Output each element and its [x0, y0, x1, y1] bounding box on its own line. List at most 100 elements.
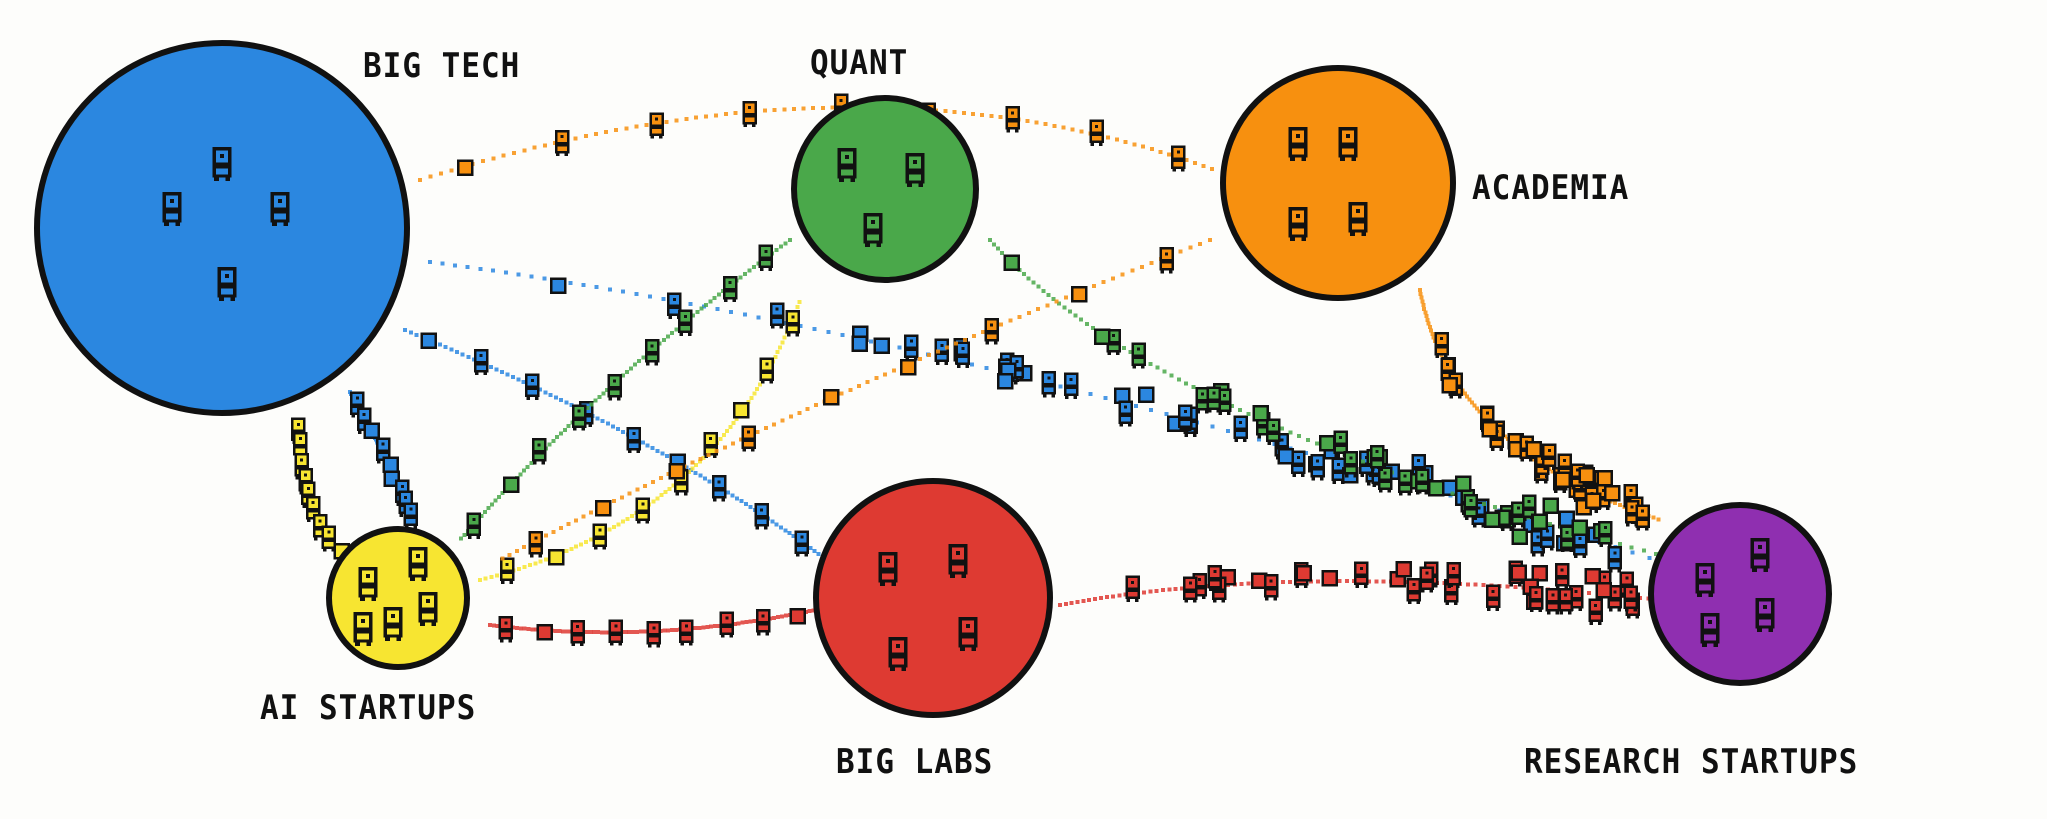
person-icon — [375, 437, 391, 464]
trail-dot — [812, 326, 817, 331]
person-icon — [528, 531, 544, 558]
member-icon — [270, 192, 290, 227]
trail-dot — [662, 628, 667, 633]
member-icon — [1288, 207, 1308, 242]
trail-dot — [488, 623, 492, 627]
person-icon — [1377, 466, 1393, 493]
trail-dot — [522, 468, 527, 473]
token-dot — [456, 159, 474, 177]
trail-dot — [1450, 491, 1455, 496]
token-dot — [873, 337, 890, 354]
trail-dot — [1021, 272, 1026, 277]
trail-dot — [514, 549, 519, 554]
person-icon — [1183, 576, 1198, 603]
trail-dot — [755, 387, 760, 392]
trail-dot — [816, 552, 821, 557]
trail-dot — [693, 470, 698, 475]
trail-dot — [703, 476, 708, 481]
trail-dot — [621, 519, 626, 524]
trail-dot — [449, 168, 454, 173]
token-dot — [363, 422, 380, 439]
trail-dot — [731, 421, 736, 426]
trail-dot — [1477, 409, 1482, 414]
trail-dot — [1246, 411, 1251, 416]
trail-dot — [592, 630, 597, 635]
member-icon — [878, 552, 898, 587]
trail-dot — [943, 109, 948, 114]
trail-dot — [589, 510, 594, 515]
trail-dot — [694, 463, 699, 468]
trail-dot — [493, 498, 498, 503]
trail-dot — [788, 238, 792, 242]
trail-dot — [568, 280, 573, 285]
token-dot — [595, 500, 612, 517]
trail-dot — [788, 414, 793, 419]
trail-dot — [1467, 397, 1472, 402]
person-icon — [1063, 372, 1079, 399]
person-icon — [321, 525, 337, 552]
trail-dot — [713, 624, 718, 629]
trail-dot — [780, 418, 785, 423]
trail-dot — [690, 466, 695, 471]
trail-dot — [534, 627, 539, 632]
token-dot — [732, 402, 750, 419]
person-icon — [1343, 451, 1359, 478]
token-dot — [1554, 471, 1571, 488]
trail-dot — [551, 438, 556, 443]
trail-dot — [783, 241, 788, 246]
trail-dot — [574, 544, 579, 549]
person-icon — [498, 616, 514, 643]
trail-dot — [1155, 365, 1160, 370]
trail-dot — [1473, 582, 1478, 587]
person-icon — [1118, 400, 1133, 427]
trail-dot — [559, 398, 564, 403]
trail-dot — [970, 111, 975, 116]
trail-dot — [1069, 600, 1074, 605]
trail-dot — [660, 451, 665, 456]
member-icon — [905, 153, 925, 188]
trail-dot — [670, 330, 675, 335]
trail-dot — [543, 390, 548, 395]
trail-dot — [820, 105, 825, 110]
trail-dot — [522, 148, 527, 153]
trail-dot — [1344, 579, 1349, 584]
trail-dot — [529, 274, 534, 279]
trail-dot — [776, 615, 781, 620]
person-icon — [703, 431, 718, 459]
trail-dot — [1067, 309, 1072, 314]
trail-dot — [772, 108, 777, 113]
trail-dot — [778, 244, 783, 249]
trail-dot — [573, 136, 578, 141]
trail-dot — [657, 341, 662, 346]
trail-dot — [569, 403, 574, 408]
trail-dot — [707, 479, 712, 484]
person-icon — [1414, 468, 1430, 495]
trail-dot — [408, 330, 413, 335]
person-icon — [1041, 371, 1057, 398]
trail-dot — [1424, 314, 1429, 319]
trail-dot — [1288, 430, 1293, 435]
trail-dot — [584, 630, 589, 635]
group-circle — [1220, 65, 1456, 301]
trail-dot — [708, 299, 713, 304]
trail-dot — [620, 429, 625, 434]
trail-dot — [491, 623, 496, 628]
trail-dot — [629, 366, 634, 371]
trail-dot — [698, 473, 703, 478]
trail-dot — [1280, 580, 1285, 585]
trail-dot — [798, 323, 803, 328]
group-node-research-startups — [1648, 502, 1832, 686]
token-dot — [1596, 470, 1614, 487]
token-dot — [547, 548, 565, 566]
trail-dot — [1617, 503, 1622, 508]
person-icon — [754, 503, 769, 530]
trail-dot — [625, 369, 630, 374]
trail-dot — [437, 342, 442, 347]
flow-ai-startups-to-quant — [478, 299, 802, 584]
trail-dot — [599, 630, 604, 635]
trail-dot — [1087, 597, 1092, 602]
trail-dot — [783, 528, 788, 533]
trail-dot — [533, 561, 538, 566]
person-icon — [466, 512, 482, 539]
trail-dot — [805, 406, 810, 411]
